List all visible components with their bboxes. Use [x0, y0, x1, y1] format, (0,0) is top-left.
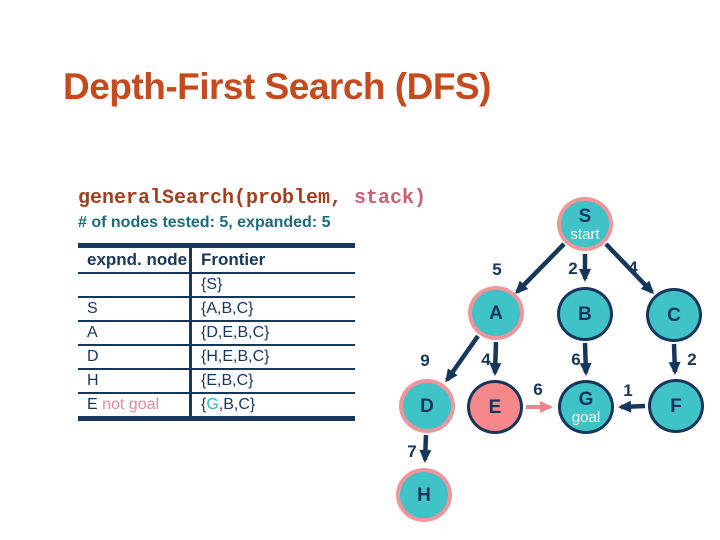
table-row: A {D,E,B,C} — [78, 322, 355, 346]
edge-weight-B-G: 6 — [571, 350, 581, 369]
edge-D-H — [419, 434, 432, 463]
expanded-node-cell: A — [78, 322, 192, 344]
edge-weight-A-E: 4 — [481, 350, 491, 369]
graph-node-D: D — [399, 379, 455, 433]
frontier-goal-text: G — [206, 396, 219, 413]
frontier-cell: {H,E,B,C} — [192, 348, 355, 366]
trace-table: expnd. node Frontier {S} S {A,B,C} A {D,… — [78, 243, 355, 421]
edge-B-G — [579, 342, 592, 376]
frontier-text: {H,E,B,C} — [201, 348, 270, 365]
frontier-cell: {E,B,C} — [192, 372, 355, 390]
node-label: C — [667, 304, 681, 326]
frontier-text: {E,B,C} — [201, 372, 254, 389]
node-note: not goal — [97, 396, 160, 413]
node-text: D — [87, 348, 99, 365]
graph-node-C: C — [646, 288, 702, 342]
graph-node-H: H — [396, 468, 452, 522]
edge-weight-S-C: 4 — [628, 258, 638, 277]
expanded-node-cell: E not goal — [78, 394, 192, 416]
frontier-text: { — [201, 396, 207, 413]
node-text: H — [87, 372, 99, 389]
table-header-row: expnd. node Frontier — [78, 248, 355, 274]
table-row: {S} — [78, 274, 355, 298]
edge-weight-S-A: 5 — [492, 260, 502, 279]
col-header-expnd-node: expnd. node — [78, 248, 192, 272]
edge-weight-S-B: 2 — [568, 259, 578, 278]
graph-node-E: E — [467, 380, 523, 434]
edge-C-F — [668, 343, 681, 375]
frontier-text: {D,E,B,C} — [201, 324, 270, 341]
graph-node-B: B — [557, 287, 613, 341]
graph-node-S: S start — [557, 197, 613, 251]
node-label: H — [417, 484, 431, 506]
edge-weight-A-D: 9 — [420, 351, 430, 370]
page-title: Depth-First Search (DFS) — [63, 66, 491, 107]
node-label: A — [489, 302, 503, 324]
node-text: E — [87, 396, 98, 413]
node-label: G — [578, 388, 594, 410]
col-header-frontier: Frontier — [201, 250, 266, 269]
graph-node-F: F — [648, 379, 704, 433]
edge-A-D — [445, 334, 480, 383]
graph-node-G: G goal — [558, 380, 614, 434]
frontier-cell: {G,B,C} — [192, 396, 355, 414]
edge-weight-F-G: 1 — [623, 381, 633, 400]
node-label: B — [578, 303, 592, 325]
expanded-node-cell: S — [78, 298, 192, 320]
code-main-text: generalSearch(problem, — [78, 187, 355, 210]
frontier-cell: {D,E,B,C} — [192, 324, 355, 342]
table-row: E not goal {G,B,C} — [78, 394, 355, 416]
node-sublabel: goal — [571, 408, 601, 426]
edge-F-G — [618, 400, 646, 413]
edge-weight-D-H: 7 — [407, 442, 417, 461]
expanded-node-cell — [78, 274, 192, 296]
frontier-text: {A,B,C} — [201, 300, 254, 317]
frontier-cell: {A,B,C} — [192, 300, 355, 318]
edge-A-E — [489, 341, 502, 376]
edge-S-A — [514, 242, 566, 295]
node-label: S — [578, 205, 592, 227]
table-row: H {E,B,C} — [78, 370, 355, 394]
node-sublabel: start — [570, 225, 600, 243]
edge-weight-E-G: 6 — [533, 380, 543, 399]
code-stack-highlight: stack) — [354, 187, 427, 210]
frontier-text: {S} — [201, 276, 223, 293]
node-text: S — [87, 300, 98, 317]
edge-weight-C-F: 2 — [687, 350, 697, 369]
frontier-cell: {S} — [192, 276, 355, 294]
node-label: D — [420, 395, 434, 417]
table-row: S {A,B,C} — [78, 298, 355, 322]
node-text: A — [87, 324, 98, 341]
node-label: F — [670, 395, 682, 417]
code-line: generalSearch(problem, stack) — [78, 187, 426, 210]
expanded-node-cell: H — [78, 370, 192, 392]
frontier-text: ,B,C} — [218, 396, 256, 413]
table-row: D {H,E,B,C} — [78, 346, 355, 370]
graph-node-A: A — [468, 286, 524, 340]
expanded-node-cell: D — [78, 346, 192, 368]
stats-line: # of nodes tested: 5, expanded: 5 — [78, 214, 331, 231]
node-label: E — [488, 396, 502, 418]
